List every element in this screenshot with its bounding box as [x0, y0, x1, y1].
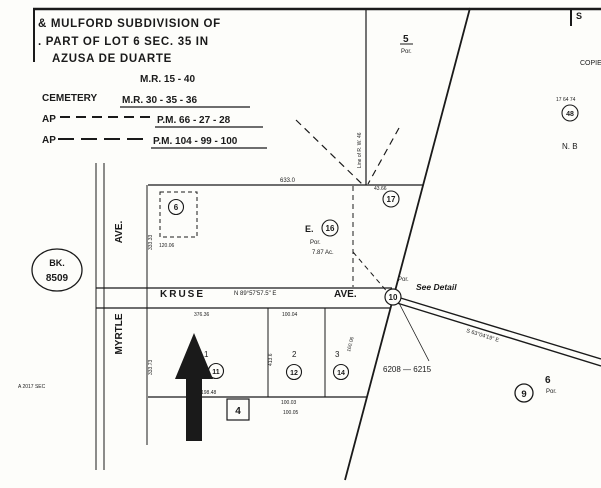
- myrtle-street-name: MYRTLE: [114, 313, 125, 354]
- parcel-6-dashed-boundary: [159, 191, 198, 238]
- book-number-oval: [31, 248, 83, 292]
- parcel-16-e-label: E.: [305, 224, 314, 234]
- myrtle-ave-suffix: AVE.: [114, 220, 125, 243]
- parcel-6-circle: [167, 198, 185, 216]
- book-label: BK.: [49, 258, 65, 268]
- railroad-bearing-text: S 63°04'19" E: [465, 328, 500, 344]
- house-number-range: 6208 — 6215: [383, 365, 432, 374]
- parcel-11-number: 11: [212, 369, 220, 376]
- dim-lot2-bottom2: 100.05: [283, 410, 299, 416]
- kruse-ave-suffix: AVE.: [334, 289, 357, 300]
- margin-ref-small: 17 64 74: [556, 97, 576, 103]
- railroad-line-2: [396, 302, 601, 367]
- parcel-6-south-label: 6: [545, 375, 551, 386]
- dim-lot-divider: 413.6: [268, 353, 274, 366]
- right-of-way-label: Line of R. W. 46: [357, 132, 363, 168]
- parcel-16-number: 16: [326, 224, 335, 233]
- parcel-16-por: Por.: [310, 240, 321, 246]
- map-title-line3: AZUSA DE DUARTE: [52, 53, 172, 65]
- parcel-10-number: 10: [389, 293, 398, 302]
- leader-line-house-range: [398, 302, 430, 362]
- diagonal-road-line: [344, 7, 471, 481]
- parcel-16-circle: [321, 219, 339, 237]
- kruse-street-name: KRUSE: [160, 289, 205, 300]
- lot-3-number: 3: [335, 350, 340, 359]
- parcel-12-circle: [285, 363, 303, 381]
- dim-lot3-edge: 160.06: [346, 336, 356, 353]
- dim-lot2-bottom: 100.03: [281, 400, 297, 406]
- parcel-10-circle: [384, 288, 402, 306]
- margin-copie: COPIE: [580, 60, 601, 67]
- parcel-17-circle: [382, 190, 400, 208]
- parcel-5-por: Por.: [401, 49, 412, 55]
- parcel-10-por: Por.: [398, 277, 409, 283]
- subject-property-arrow-icon: [175, 333, 213, 441]
- parcel-14-circle: [332, 363, 350, 381]
- map-title-line2: . PART OF LOT 6 SEC. 35 IN: [38, 36, 209, 48]
- parcel-12-number: 12: [290, 370, 298, 377]
- block-4-square: [226, 398, 250, 421]
- book-number: 8509: [46, 273, 69, 284]
- margin-nb: N. B: [562, 142, 578, 151]
- dim-under-parcel6: 120.06: [159, 243, 175, 249]
- dim-lot2-top: 100.04: [282, 312, 298, 318]
- ref-pm-66-27-28: P.M. 66 - 27 - 28: [157, 115, 231, 126]
- margin-s: S: [576, 11, 582, 21]
- corner-note: A 2017 SEC: [18, 384, 46, 390]
- see-detail-note: See Detail: [416, 282, 457, 292]
- dashed-tie-left: [295, 119, 363, 185]
- parcel-17-number: 17: [387, 195, 396, 204]
- dim-lot1-top: 376.36: [194, 312, 210, 318]
- parcel-14-number: 14: [337, 370, 345, 377]
- kruse-bearing-text: N 89°57'57.5" E: [234, 291, 276, 297]
- page-ref-48: 48: [566, 111, 574, 118]
- parcel-9-circle: [514, 383, 534, 403]
- map-title-line1: & MULFORD SUBDIVISION OF: [38, 18, 221, 30]
- block-4-number: 4: [235, 406, 241, 417]
- legend-ap-1: AP: [42, 114, 56, 125]
- parcel-6-south-por: Por.: [546, 389, 557, 395]
- dashed-line-to-junction: [352, 251, 391, 296]
- parcel-9-number: 9: [521, 389, 526, 400]
- parcel-5-label: 5: [403, 34, 409, 45]
- ref-mr-30-35-36: M.R. 30 - 35 - 36: [122, 95, 197, 106]
- lot-1-number: 1: [204, 350, 209, 359]
- parcel-16-acreage: 7.87 Ac.: [312, 250, 334, 256]
- page-ref-48-circle: [561, 104, 579, 122]
- dashed-tie-right: [367, 127, 400, 185]
- dim-top-edge: 633.0: [280, 178, 296, 184]
- dim-lot1-bottom: 198.48: [201, 390, 217, 396]
- dim-left-lower: 333.73: [148, 359, 154, 375]
- cemetery-label: CEMETERY: [42, 93, 98, 104]
- parcel-6-number: 6: [174, 203, 179, 212]
- legend-ap-2: AP: [42, 135, 56, 146]
- lot-2-number: 2: [292, 350, 297, 359]
- ref-pm-104-99-100: P.M. 104 - 99 - 100: [153, 136, 238, 147]
- dim-near-17: 43.66: [374, 186, 387, 192]
- railroad-line-1: [393, 295, 601, 360]
- ref-mr-15-40: M.R. 15 - 40: [140, 74, 195, 85]
- dim-left-upper: 333.33: [148, 234, 154, 250]
